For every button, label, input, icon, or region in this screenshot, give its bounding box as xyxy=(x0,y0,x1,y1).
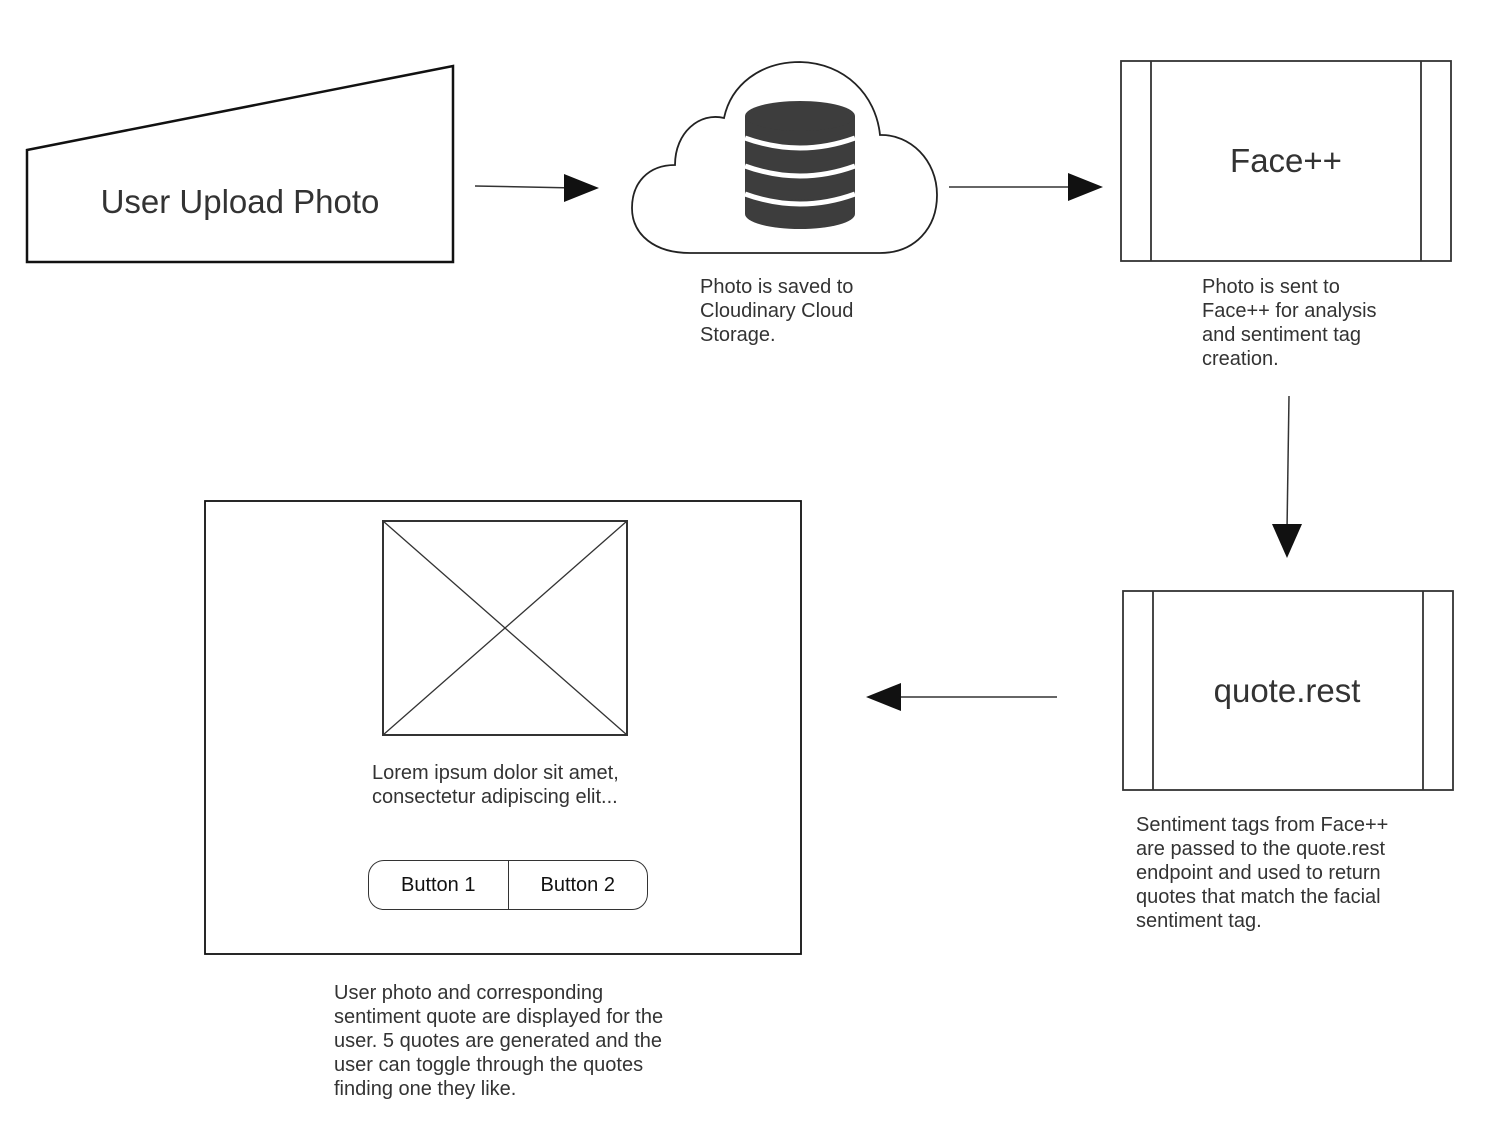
cloud-caption: Photo is saved to Cloudinary Cloud Stora… xyxy=(700,276,854,346)
display-body-text: Lorem ipsum dolor sit amet, consectetur … xyxy=(372,762,619,808)
cloud-storage-node xyxy=(631,61,938,254)
arrowhead-down-icon xyxy=(1272,524,1302,558)
quote-rest-caption: Sentiment tags from Face++ are passed to… xyxy=(1136,814,1389,932)
display-caption: User photo and corresponding sentiment q… xyxy=(334,982,664,1100)
upload-photo-label: User Upload Photo xyxy=(101,183,380,220)
facepp-label: Face++ xyxy=(1230,142,1342,179)
button-2[interactable]: Button 2 xyxy=(507,861,648,909)
button-group: Button 1 Button 2 xyxy=(368,860,648,910)
quote-rest-node: quote.rest xyxy=(1122,590,1454,791)
arrowhead-right-icon xyxy=(564,174,599,202)
button-1[interactable]: Button 1 xyxy=(400,873,476,896)
image-placeholder-icon xyxy=(382,520,628,736)
facepp-caption: Photo is sent to Face++ for analysis and… xyxy=(1202,276,1377,370)
database-icon xyxy=(744,101,856,229)
upload-photo-node: User Upload Photo xyxy=(25,64,455,264)
arrow-facepp-to-quote xyxy=(1286,395,1290,531)
arrowhead-right-icon xyxy=(1068,173,1103,201)
facepp-node: Face++ xyxy=(1120,60,1452,262)
quote-rest-label: quote.rest xyxy=(1214,672,1361,709)
arrowhead-left-icon xyxy=(866,683,901,711)
arrow-upload-to-cloud xyxy=(474,185,577,189)
